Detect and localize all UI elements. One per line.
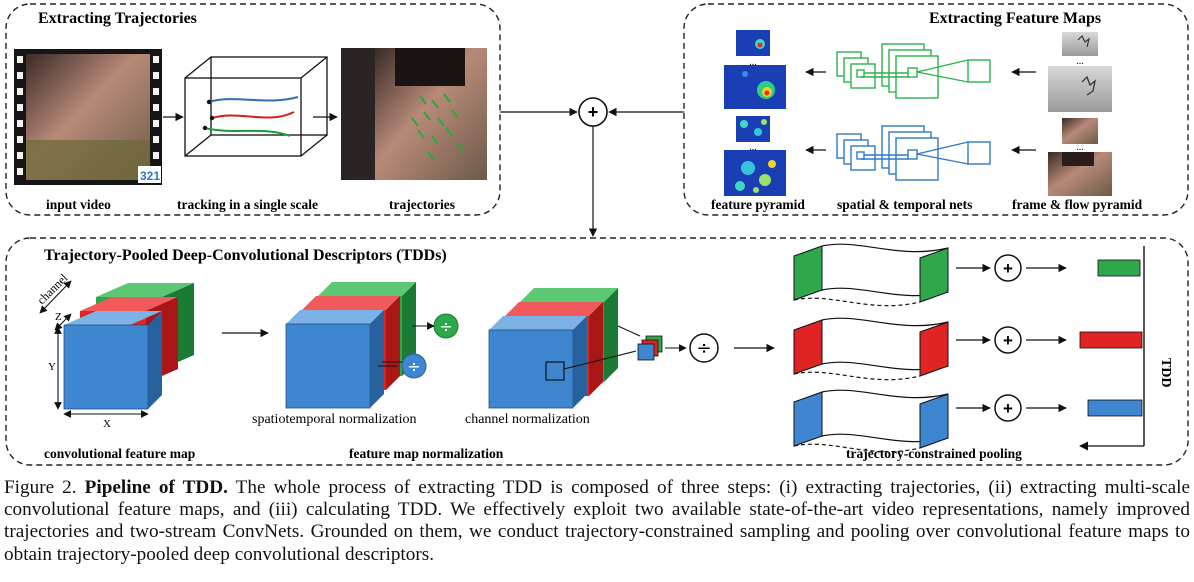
frame-badge: 321 — [140, 169, 160, 183]
st-norm-label: spatiotemporal normalization — [252, 412, 416, 427]
panel-title: Extracting Trajectories — [38, 10, 197, 27]
ch-norm-label: channel normalization — [465, 412, 590, 427]
ellipsis: ... — [749, 57, 757, 68]
caption-text: The whole process of extracting TDD is c… — [4, 477, 1190, 565]
trajectories-label: trajectories — [389, 197, 455, 212]
figure-caption: Figure 2. Pipeline of TDD. The whole pro… — [4, 477, 1190, 566]
panel-tdd: Trajectory-Pooled Deep-Convolutional Des… — [5, 237, 1189, 466]
divide-icon: ÷ — [439, 317, 452, 336]
trajectories-thumbnail — [341, 48, 487, 180]
tdd-label: TDD — [1158, 358, 1173, 388]
x-axis-label: X — [103, 418, 111, 430]
map-norm-label: feature map normalization — [349, 446, 504, 461]
plus-icon: + — [1003, 331, 1013, 350]
plus-icon: + — [1003, 399, 1013, 418]
divide-icon: ÷ — [696, 338, 711, 359]
pooling-tube-green: + — [793, 243, 1067, 307]
plus-icon: + — [1003, 259, 1013, 278]
panel-extracting-trajectories: Extracting Trajectories 321 — [5, 3, 501, 216]
frame-flow-label: frame & flow pyramid — [1012, 197, 1143, 212]
panel-extracting-feature-maps: Extracting Feature Maps ... ... — [683, 3, 1189, 216]
input-video-thumbnail: 321 — [14, 49, 162, 185]
divide-icon: ÷ — [407, 357, 420, 376]
feature-pyramid: ... ... — [724, 30, 786, 196]
frame-flow-pyramid: ... ... — [1048, 32, 1112, 196]
y-axis-label: Y — [48, 361, 56, 373]
nets-label: spatial & temporal nets — [837, 197, 972, 212]
spatiotemporal-normalized-map: ÷ ÷ — [285, 282, 459, 409]
z-axis-label: Z — [55, 311, 62, 323]
combine-node: + — [500, 97, 684, 237]
panel-title: Trajectory-Pooled Deep-Convolutional Des… — [44, 247, 447, 264]
feature-pyramid-label: feature pyramid — [711, 197, 805, 212]
channel-normalized-map: ÷ — [488, 288, 775, 409]
pooling-tube-blue: + — [793, 389, 1067, 453]
pooling-label: trajectory-constrained pooling — [846, 446, 1022, 461]
input-video-label: input video — [46, 197, 111, 212]
combine-plus-icon: + — [588, 102, 599, 122]
ellipsis: ... — [1076, 56, 1084, 67]
pipeline-figure: Extracting Trajectories 321 — [5, 3, 1189, 466]
ellipsis: ... — [1076, 142, 1084, 153]
channel-axis-label: channel — [34, 270, 71, 307]
tracking-label: tracking in a single scale — [177, 197, 318, 212]
conv-feature-map: channel Z Y X — [34, 270, 194, 430]
caption-prefix: Figure 2. — [4, 477, 85, 498]
conv-map-label: convolutional feature map — [44, 446, 195, 461]
panel-title: Extracting Feature Maps — [929, 10, 1101, 27]
caption-bold: Pipeline of TDD. — [84, 477, 228, 498]
spatial-net — [836, 43, 991, 99]
ellipsis: ... — [749, 142, 757, 153]
tdd-output: TDD — [1079, 246, 1173, 451]
tracking-box — [184, 56, 328, 157]
pooling-tube-red: + — [793, 317, 1067, 381]
temporal-net — [836, 125, 991, 181]
